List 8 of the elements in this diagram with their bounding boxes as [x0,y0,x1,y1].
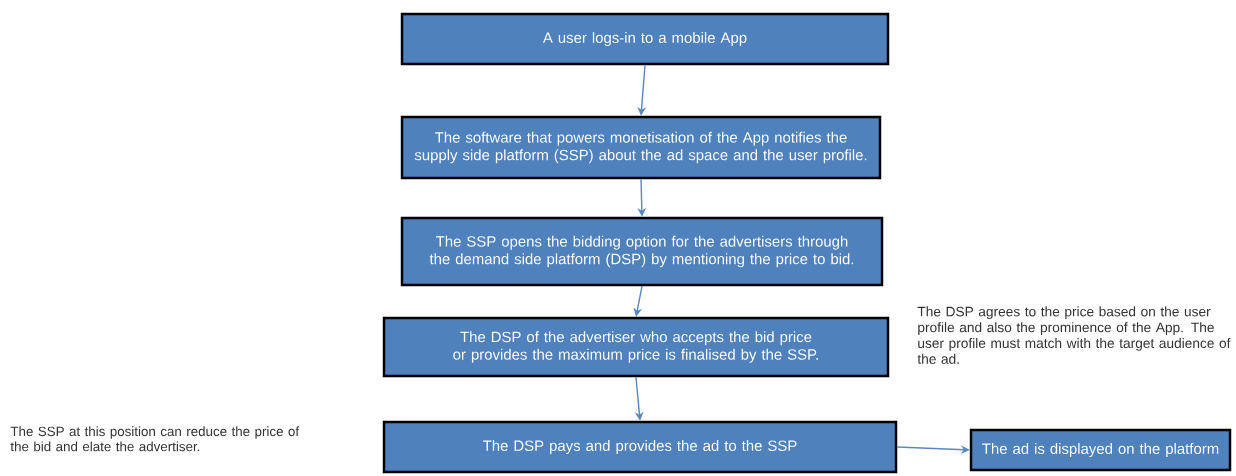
process-box: The DSP of the advertiser who accepts the bid price or provides the maximum price is finalised by the SSP. [382,316,890,378]
note-text: The DSP agrees to the price based on the user profile and also the prominence of the App. The user profile must match with the target audience of the ad. [917,306,1231,364]
note-text: The SSP at this position can reduce the price of the bid and elate the advertiser. [10,426,300,452]
process-box: A user logs-in to a mobile App [400,12,890,66]
process-box: The software that powers monetisation of the App notifies the supply side platform (SSP) about the ad space and the user profile. [400,115,882,180]
process-box: The SSP opens the bidding option for the advertisers through the demand side platform (DSP) by mentioning the price to bid. [400,216,884,287]
process-box: The ad is displayed on the platform [969,428,1232,472]
process-box: The DSP pays and provides the ad to the SSP [382,420,898,474]
